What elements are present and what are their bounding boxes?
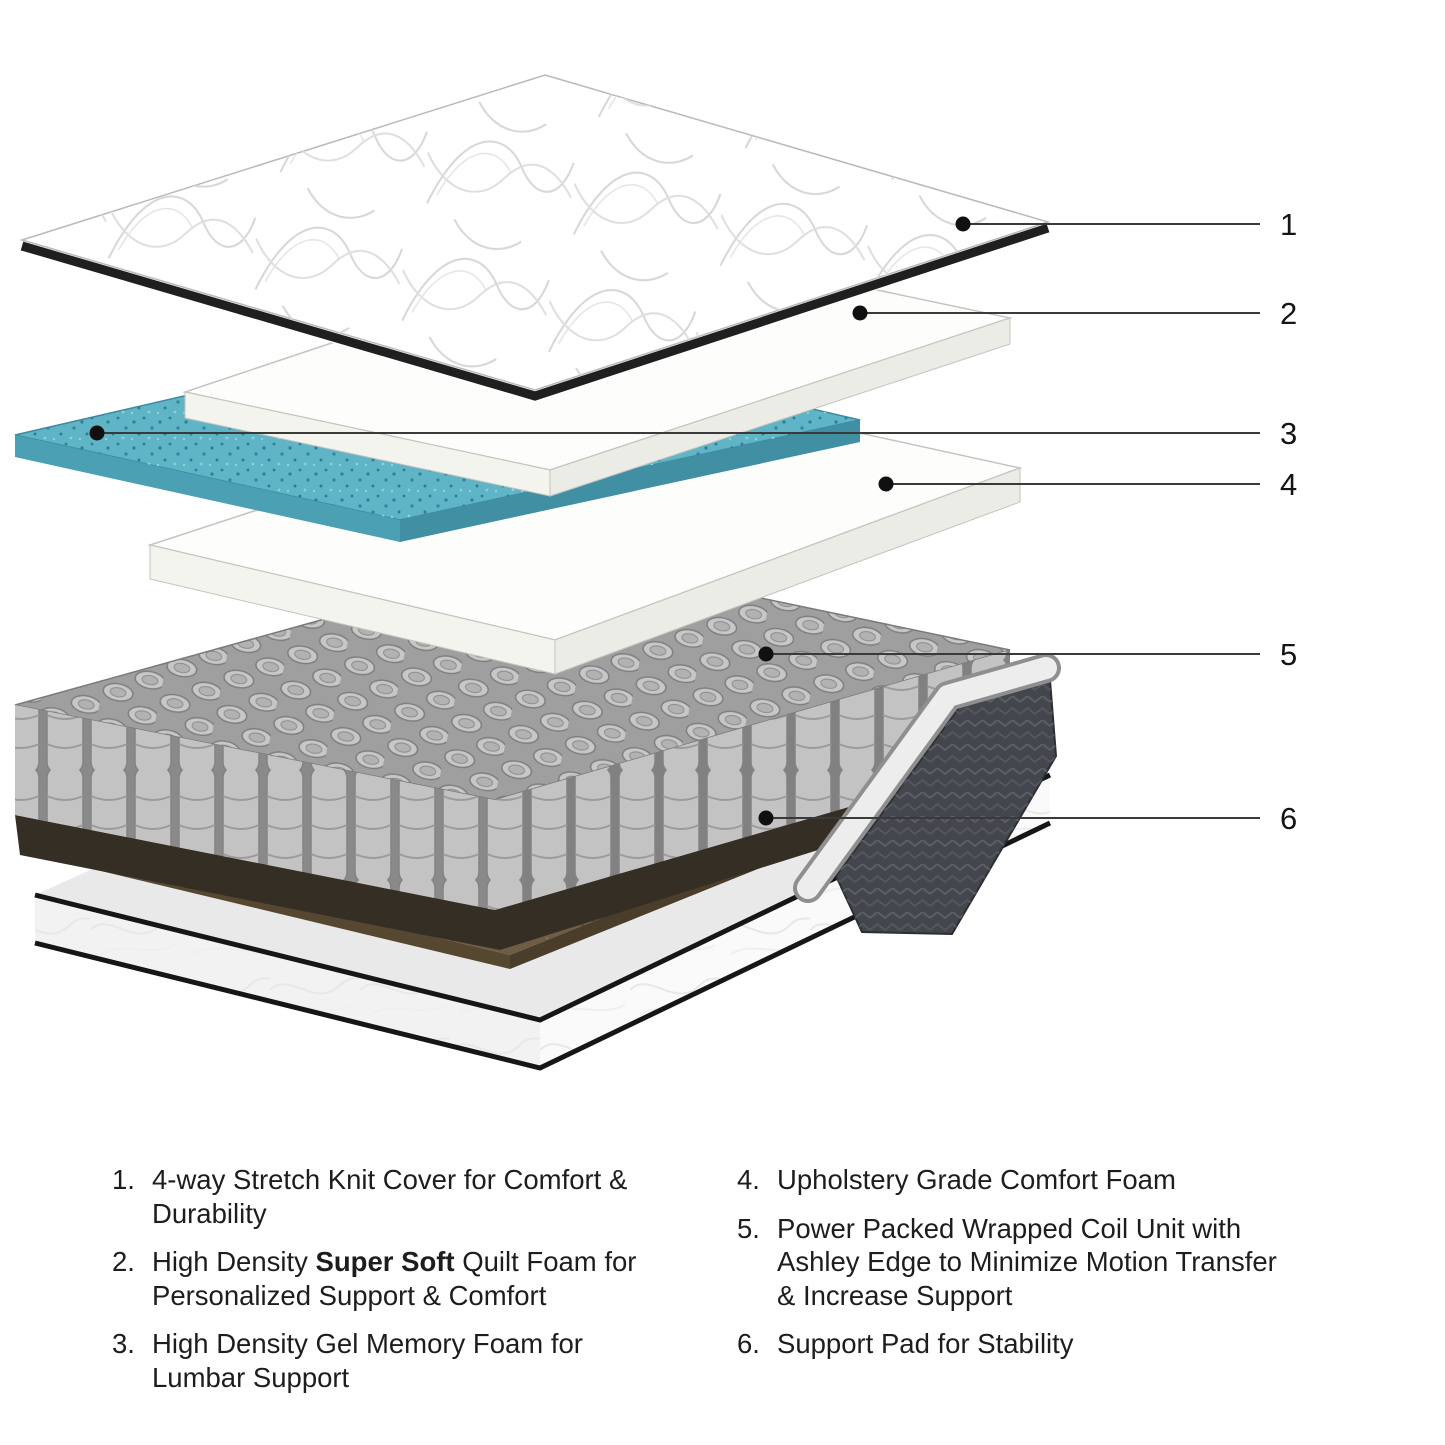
- stretch-knit-cover-layer: [19, 74, 1051, 402]
- legend-item-3: 3. High Density Gel Memory Foam for Lumb…: [112, 1327, 657, 1394]
- legend-item-2-text: High Density Super Soft Quilt Foam for P…: [152, 1245, 657, 1312]
- legend-item-6-number: 6.: [737, 1328, 760, 1360]
- legend-item-1: 1. 4-way Stretch Knit Cover for Comfort …: [112, 1163, 657, 1230]
- callout-1-dot: [955, 216, 971, 232]
- callout-5-dot: [758, 646, 774, 662]
- callout-4: 4: [878, 467, 1297, 502]
- callout-2: 2: [852, 296, 1297, 331]
- legend-item-3-number: 3.: [112, 1328, 135, 1360]
- legend-item-2-text-post: Quilt Foam for Personalized Support & Co…: [152, 1246, 637, 1311]
- legend-right-column: 4. Upholstery Grade Comfort Foam 5. Powe…: [737, 1163, 1292, 1361]
- callout-3: 3: [89, 416, 1297, 451]
- edge-white-band: [797, 657, 1057, 899]
- callout-6-label: 6: [1280, 801, 1297, 836]
- callout-5-label: 5: [1280, 637, 1297, 672]
- legend-item-1-number: 1.: [112, 1164, 135, 1195]
- callout-2-dot: [852, 305, 868, 321]
- coil-shadow-gap: [15, 760, 1015, 950]
- legend-item-4-number: 4.: [737, 1164, 760, 1195]
- callout-6-dot: [758, 810, 774, 826]
- callouts: 1 2 3 4 5 6: [89, 207, 1297, 836]
- callout-3-label: 3: [1280, 416, 1297, 451]
- legend-item-6-text: Support Pad for Stability: [777, 1328, 1074, 1360]
- callout-4-dot: [878, 476, 894, 492]
- callout-1: 1: [955, 207, 1297, 242]
- legend-item-5-text: Power Packed Wrapped Coil Unit with Ashl…: [777, 1212, 1277, 1311]
- edge-support-corner: [793, 653, 1061, 936]
- wrapped-coil-unit-layer: [14, 554, 1011, 910]
- legend-item-2: 2. High Density Super Soft Quilt Foam fo…: [112, 1245, 657, 1312]
- cover-edge-tape: [20, 223, 1050, 401]
- legend-item-6: 6. Support Pad for Stability: [737, 1327, 1292, 1361]
- callout-2-label: 2: [1280, 296, 1297, 331]
- legend-item-5: 5. Power Packed Wrapped Coil Unit with A…: [737, 1212, 1292, 1313]
- legend-left-column: 1. 4-way Stretch Knit Cover for Comfort …: [112, 1163, 657, 1394]
- legend-item-4: 4. Upholstery Grade Comfort Foam: [737, 1163, 1292, 1197]
- legend-item-2-number: 2.: [112, 1246, 135, 1278]
- legend-item-2-text-pre: High Density: [152, 1246, 316, 1278]
- legend-item-2-text-bold: Super Soft: [315, 1246, 455, 1278]
- callout-3-dot: [89, 425, 105, 441]
- legend-item-5-number: 5.: [737, 1212, 760, 1244]
- callout-5: 5: [758, 637, 1297, 672]
- legend-item-4-text: Upholstery Grade Comfort Foam: [777, 1164, 1176, 1195]
- callout-1-label: 1: [1280, 207, 1297, 242]
- legend-item-1-text: 4-way Stretch Knit Cover for Comfort & D…: [152, 1164, 628, 1229]
- callout-6: 6: [758, 801, 1297, 836]
- legend-item-3-text: High Density Gel Memory Foam for Lumbar …: [152, 1328, 583, 1393]
- callout-4-label: 4: [1280, 467, 1297, 502]
